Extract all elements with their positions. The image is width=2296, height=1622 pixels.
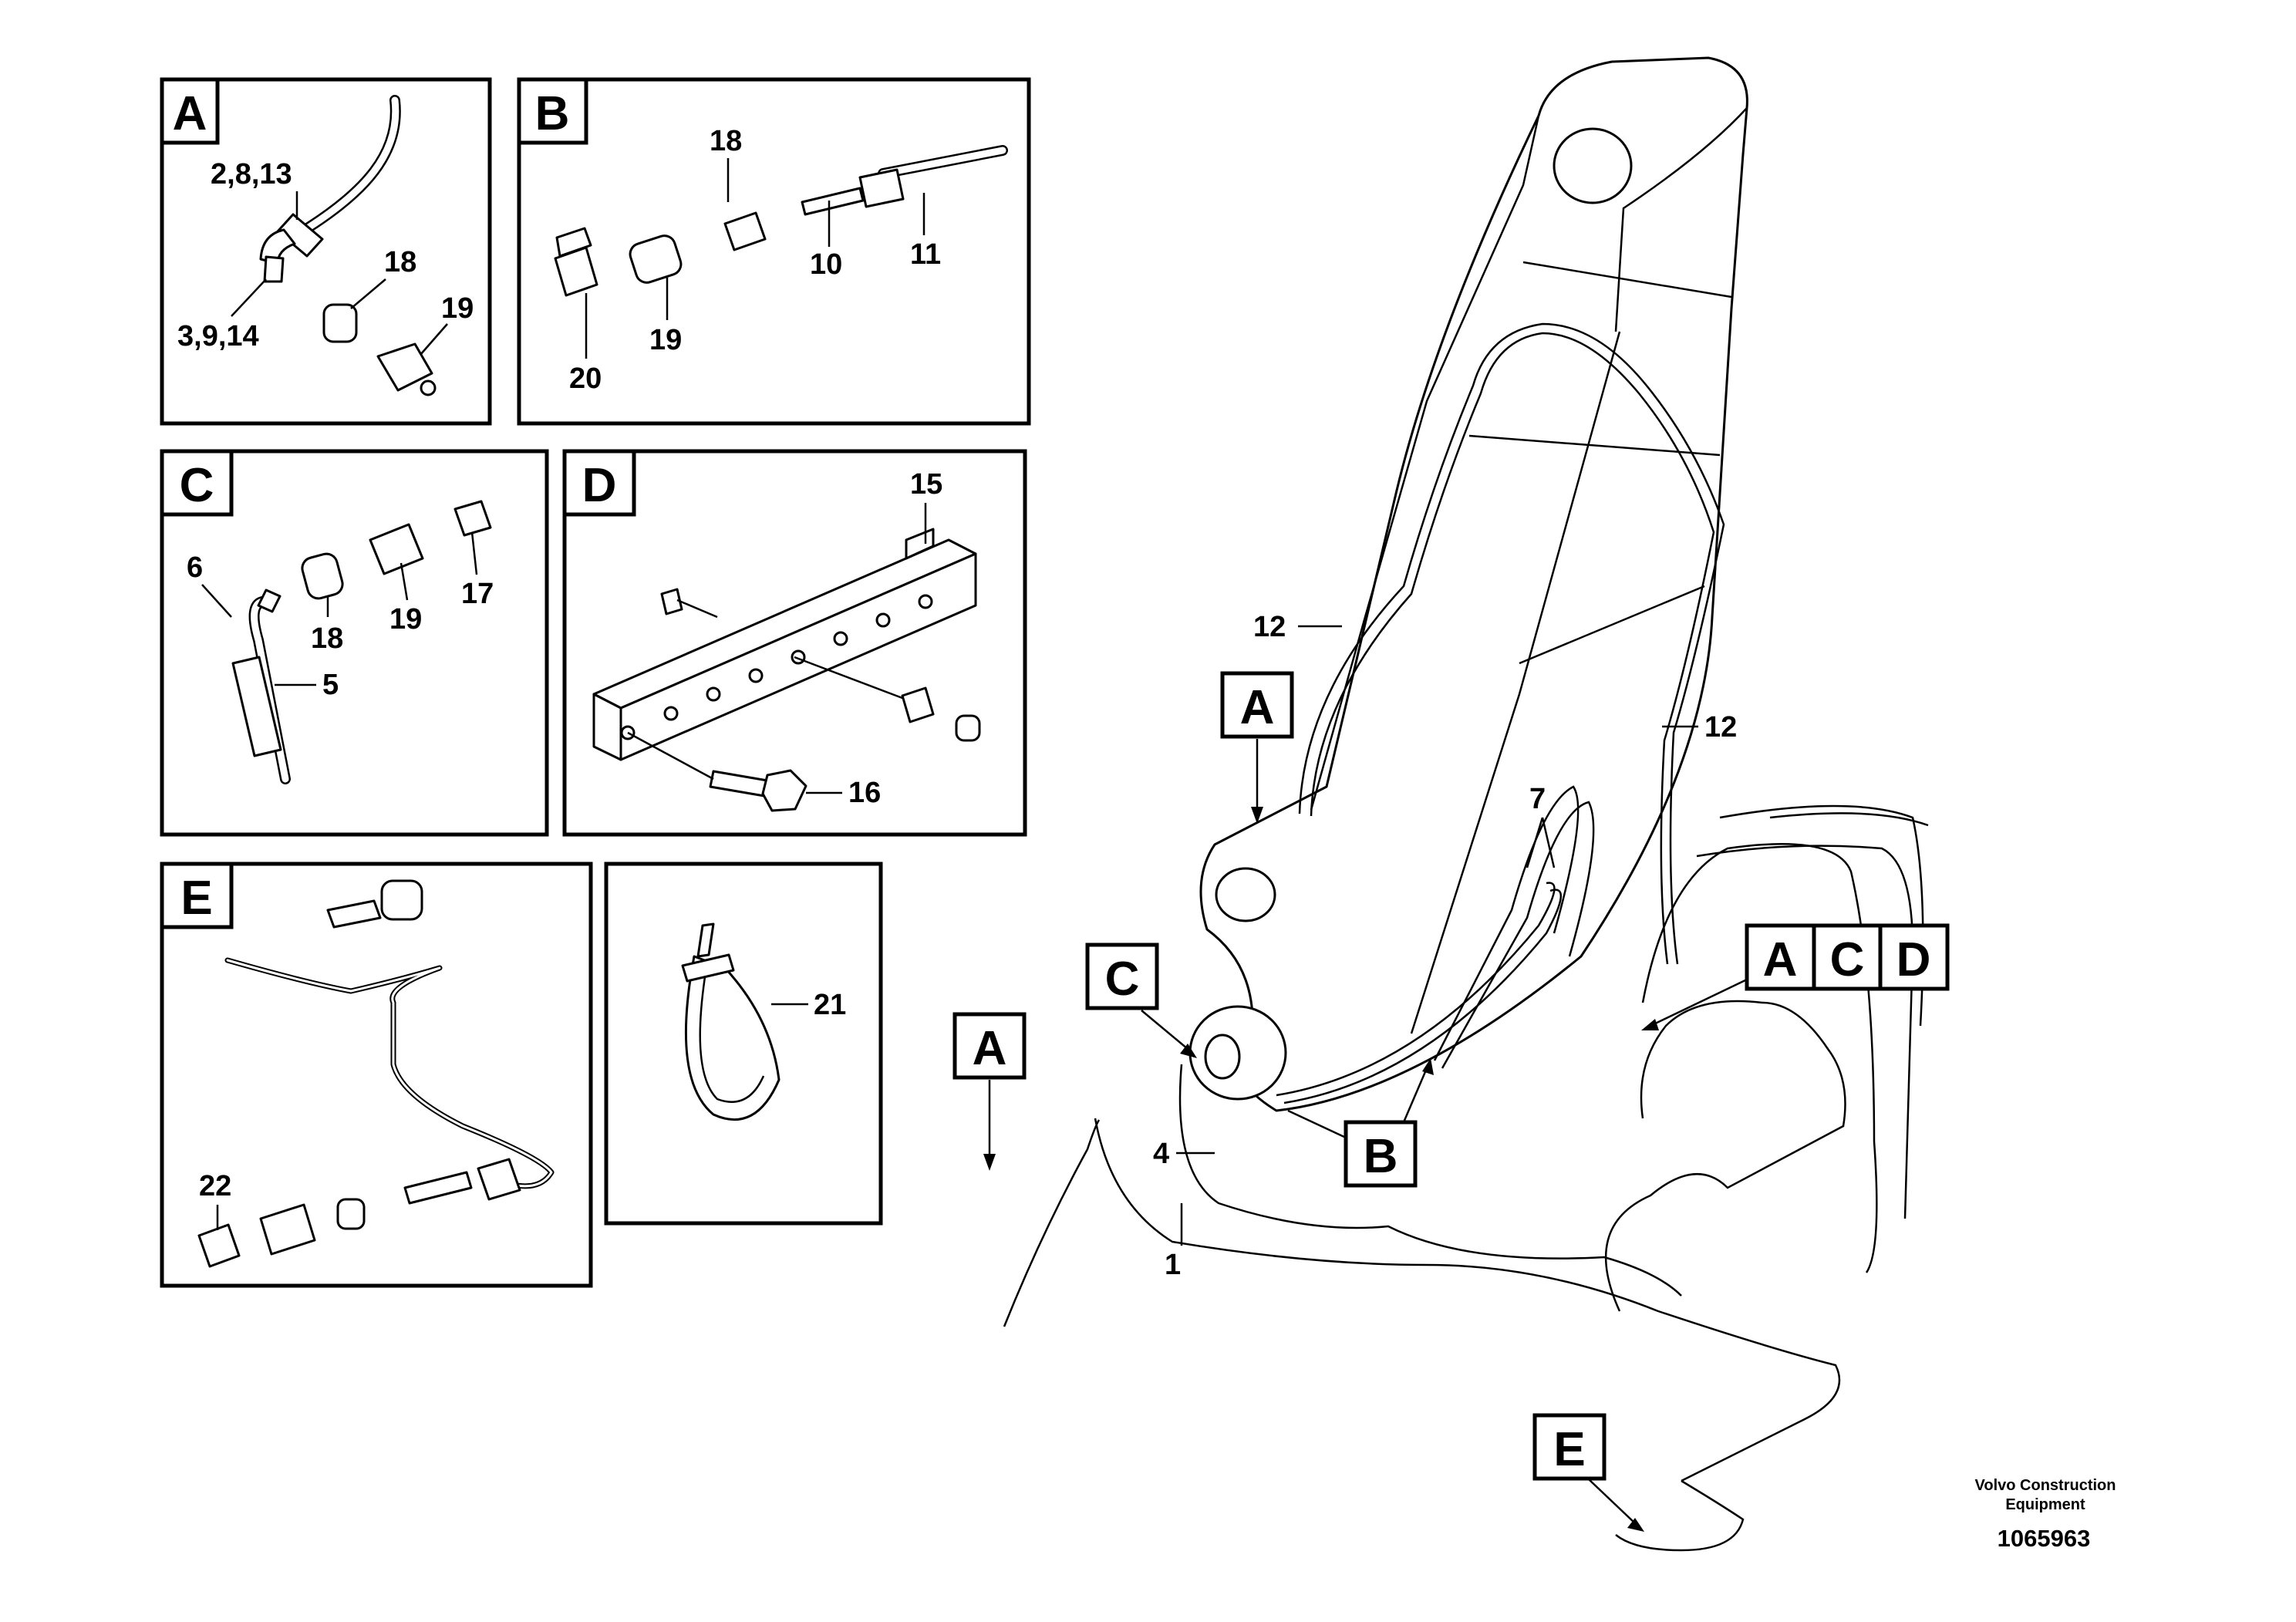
ref-tag-b (1344, 1120, 1418, 1188)
callout-17-c: 17 (461, 578, 494, 610)
detail-panel-e: E 22 (160, 862, 593, 1288)
callout-15-d: 15 (910, 468, 942, 501)
ref-tag-b-letter: B (1364, 1130, 1398, 1183)
callout-19-c: 19 (389, 603, 422, 636)
detail-letter-d: D (582, 459, 617, 512)
detail-letter-e: E (180, 872, 212, 925)
ref-tag-e-letter: E (1553, 1423, 1585, 1476)
detail-panel-b: B 18 10 11 19 20 (517, 77, 1031, 426)
credit-line-2: Equipment (2005, 1496, 2085, 1513)
detail-panel-c: C 6 5 18 19 17 (160, 449, 549, 837)
elbow-fitting-illustration (231, 500, 492, 784)
group-tag-a-letter: A (1763, 933, 1798, 986)
document-number: 1065963 (1998, 1525, 2091, 1552)
mounting-bar-illustration (592, 528, 981, 812)
credit-line-1: Volvo Construction (1975, 1477, 2116, 1494)
detail-letter-c: C (180, 459, 214, 512)
group-tag-c-letter: C (1830, 933, 1865, 986)
main-boom-view: 12 12 7 4 1 A A C B E (952, 56, 1950, 1552)
detail-letter-b: B (535, 87, 570, 140)
detail-panel-d: D 15 16 (562, 449, 1027, 837)
callout-4: 4 (1153, 1138, 1169, 1170)
callout-16-d: 16 (848, 777, 881, 809)
hose-routing (1003, 322, 1929, 1552)
callout-2-8-13: 2,8,13 (211, 158, 292, 191)
ref-tag-a-upper (1220, 671, 1294, 739)
ref-tag-group-acd: A C D (1641, 923, 1950, 1030)
callout-18-b: 18 (710, 125, 742, 157)
callout-22-e: 22 (199, 1170, 231, 1202)
callout-20-b: 20 (569, 363, 602, 395)
detail-panel-a: A 2,8,13 3,9,14 18 19 (160, 77, 492, 426)
callout-11-b: 11 (910, 238, 941, 271)
callout-19-b: 19 (649, 324, 682, 356)
hose-end-illustration (554, 145, 1008, 297)
detail-letter-a: A (173, 87, 207, 140)
callout-5-c: 5 (322, 669, 339, 701)
callout-6-c: 6 (187, 551, 203, 584)
callout-21: 21 (814, 989, 846, 1021)
hose-elbow-illustration (259, 95, 437, 396)
callout-19-a: 19 (441, 292, 474, 325)
callout-7: 7 (1529, 783, 1546, 815)
callout-10-b: 10 (810, 248, 842, 281)
cable-tie-illustration (681, 922, 781, 1121)
ref-tag-c-letter: C (1105, 953, 1140, 1006)
ref-tag-a-lower (952, 1012, 1027, 1080)
boom-structure (1188, 56, 1748, 1112)
callout-3-9-14: 3,9,14 (177, 320, 259, 352)
footer-credit: Volvo Construction Equipment 1065963 (1975, 1477, 2116, 1552)
ref-tag-a-lower-letter: A (973, 1022, 1007, 1075)
group-tag-d-letter: D (1896, 933, 1931, 986)
ref-tag-c (1085, 943, 1159, 1010)
callout-12-left: 12 (1253, 611, 1286, 643)
ref-tag-e (1532, 1413, 1607, 1481)
callout-18-c: 18 (311, 622, 343, 655)
clamped-pipe-illustration (197, 879, 555, 1268)
callout-18-a: 18 (384, 246, 416, 278)
callout-12-right: 12 (1704, 711, 1737, 744)
callout-1: 1 (1165, 1249, 1181, 1281)
detail-panel-cable-tie: 21 (604, 862, 883, 1226)
ref-tag-a-upper-letter: A (1240, 681, 1275, 734)
